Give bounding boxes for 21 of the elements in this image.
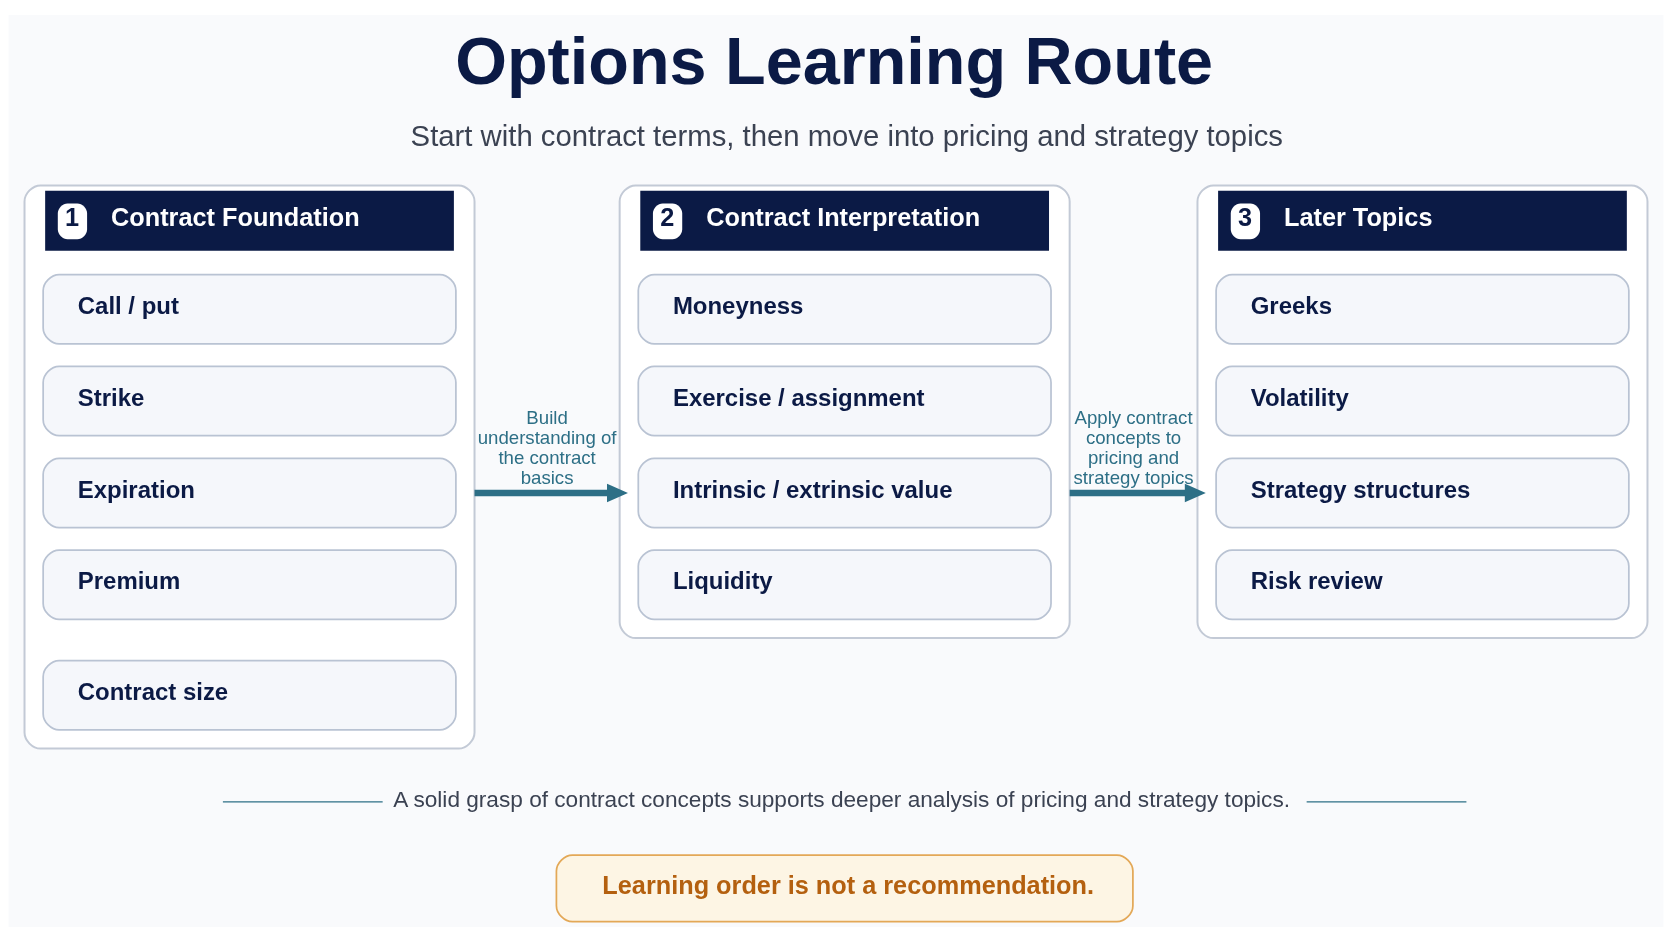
node-box: Expiration <box>42 457 457 528</box>
label: Start with contract terms, then move into pricing and strategy topics <box>410 118 1283 152</box>
node-box: Greeks <box>1215 273 1630 345</box>
node-box: Exercise / assignment <box>637 365 1052 437</box>
node-box: Contract size <box>42 659 457 731</box>
edge-label: Apply contract concepts to pricing and strategy topics <box>1073 406 1194 488</box>
node-box: Intrinsic / extrinsic value <box>637 457 1052 528</box>
edge-label: Build understanding of the contract basics <box>477 406 617 488</box>
arrow <box>1069 483 1206 502</box>
diagram-title: Options Learning Route <box>455 23 1214 98</box>
node-box: Call / put <box>42 273 457 345</box>
node-box: Strike <box>42 365 457 437</box>
label: A solid grasp of contract concepts supports deeper analysis of pricing and strategy topics. <box>393 786 1291 812</box>
node-box: Volatility <box>1215 365 1630 437</box>
node-box: Learning order is not a recommendation. <box>555 853 1134 923</box>
node-box: Premium <box>42 548 457 620</box>
node-box: Moneyness <box>637 273 1052 345</box>
arrow <box>474 483 628 502</box>
node-box: Strategy structures <box>1215 457 1630 528</box>
node-box: Risk review <box>1215 548 1630 620</box>
node-box: Liquidity <box>637 548 1052 620</box>
